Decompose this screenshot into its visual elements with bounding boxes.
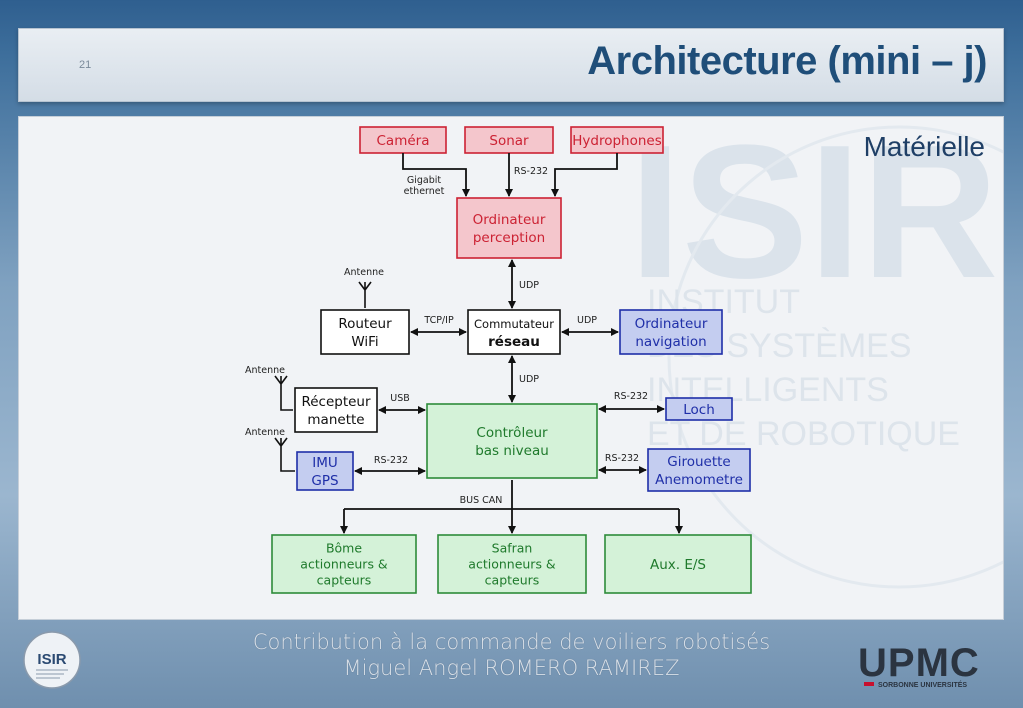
label-udp_navigation: UDP (577, 315, 597, 326)
watermark-line-4: ET DE ROBOTIQUE (647, 415, 960, 453)
node-bome-label-1: actionneurs & (300, 557, 388, 572)
node-safran-label-0: Safran (492, 541, 533, 556)
slide-subtitle: Matérielle (863, 131, 985, 162)
node-bome-label-0: Bôme (326, 541, 362, 556)
label-rs232_girouette: RS-232 (605, 453, 639, 464)
label-bus_can: BUS CAN (460, 495, 503, 506)
node-ordi-perception-box (456, 197, 562, 259)
node-safran-label-2: capteurs (485, 573, 540, 588)
node-controleur-label-0: Contrôleur (476, 425, 548, 441)
node-recepteur-label-1: manette (307, 412, 364, 428)
node-sonar-label-0: Sonar (489, 133, 529, 149)
label-usb: USB (390, 393, 410, 404)
node-controleur-label-1: bas niveau (475, 443, 549, 459)
footer-line-1: Contribution à la commande de voiliers r… (252, 630, 771, 654)
node-recepteur-box (294, 387, 378, 433)
node-routeur-box (320, 309, 410, 355)
node-routeur-label-0: Routeur (338, 316, 392, 332)
label-rs232_imu: RS-232 (374, 455, 408, 466)
label-antenne_imu: Antenne (245, 427, 285, 438)
node-girouette-box (647, 448, 751, 492)
node-ordi-perception-label-1: perception (473, 230, 545, 246)
node-safran-label-1: actionneurs & (468, 557, 556, 572)
node-aux-box (604, 534, 752, 594)
content-panel: ISIR INSTITUT DES SYSTÈMES INTELLIGENTS … (18, 116, 1004, 620)
label-antenne_routeur: Antenne (344, 267, 384, 278)
node-recepteur-label-0: Récepteur (301, 394, 371, 410)
antenna-imu-icon (274, 437, 288, 454)
node-commutateur-box (467, 309, 561, 355)
node-ordi-navigation-label-0: Ordinateur (635, 316, 708, 332)
node-safran-box (437, 534, 587, 594)
label-tcpip: TCP/IP (423, 315, 454, 326)
upmc-logo-subtext: SORBONNE UNIVERSITÉS (878, 680, 967, 689)
node-controleur-box (426, 403, 598, 479)
antenna-recepteur-mast (280, 392, 293, 411)
node-loch-box (665, 397, 733, 421)
node-loch-label-0: Loch (683, 402, 715, 418)
watermark-isir-letters: ISIR (629, 117, 999, 318)
node-bome-box (271, 534, 417, 594)
node-camera-label-0: Caméra (377, 133, 430, 149)
slide-title: Architecture (mini – j) (587, 39, 987, 83)
isir-logo-text: ISIR (37, 651, 66, 668)
footer-line-2: Miguel Angel ROMERO RAMIREZ (343, 656, 680, 680)
node-imu-label-0: IMU (312, 455, 338, 471)
isir-watermark: ISIR INSTITUT DES SYSTÈMES INTELLIGENTS … (629, 117, 1003, 589)
antenna-recepteur-icon (274, 375, 288, 392)
title-bar: 21 Architecture (mini – j) (18, 28, 1004, 102)
node-hydrophones-label-0: Hydrophones (572, 133, 662, 149)
label-rs232_sonar: RS-232 (514, 166, 548, 177)
node-imu-label-1: GPS (311, 473, 338, 489)
node-ordi-perception-label-0: Ordinateur (473, 212, 546, 228)
edge-hydrophones-perception (551, 153, 618, 197)
upmc-logo-text: UPMC (858, 641, 980, 685)
node-girouette-label-0: Girouette (667, 454, 730, 470)
label-udp_controleur: UDP (519, 374, 539, 385)
node-imu-box (296, 451, 354, 491)
antenna-routeur-icon (358, 281, 372, 298)
antenna-imu-mast (280, 454, 295, 472)
node-bome-label-2: capteurs (317, 573, 372, 588)
label-rs232_loch: RS-232 (614, 391, 648, 402)
isir-logo: ISIR (23, 631, 81, 689)
node-commutateur-label-1: réseau (488, 334, 540, 350)
node-commutateur-label-0: Commutateur (474, 317, 554, 331)
label-gigabit-0: Gigabit (407, 175, 442, 186)
label-gigabit-1: ethernet (404, 186, 445, 197)
bus-can-line (344, 480, 679, 510)
node-ordi-navigation-label-1: navigation (635, 334, 706, 350)
node-girouette-label-1: Anemometre (655, 472, 743, 488)
slide-number: 21 (79, 59, 92, 71)
upmc-logo: UPMC SORBONNE UNIVERSITÉS (858, 641, 980, 689)
node-sonar-box (464, 126, 554, 154)
node-ordi-navigation-box (619, 309, 723, 355)
node-hydrophones-box (570, 126, 664, 154)
label-antenne_recepteur: Antenne (245, 365, 285, 376)
node-routeur-label-1: WiFi (351, 334, 378, 350)
label-udp_perception: UDP (519, 280, 539, 291)
watermark-ring (667, 125, 1003, 589)
node-aux-label-0: Aux. E/S (650, 557, 706, 573)
edge-camera-perception (402, 153, 470, 197)
